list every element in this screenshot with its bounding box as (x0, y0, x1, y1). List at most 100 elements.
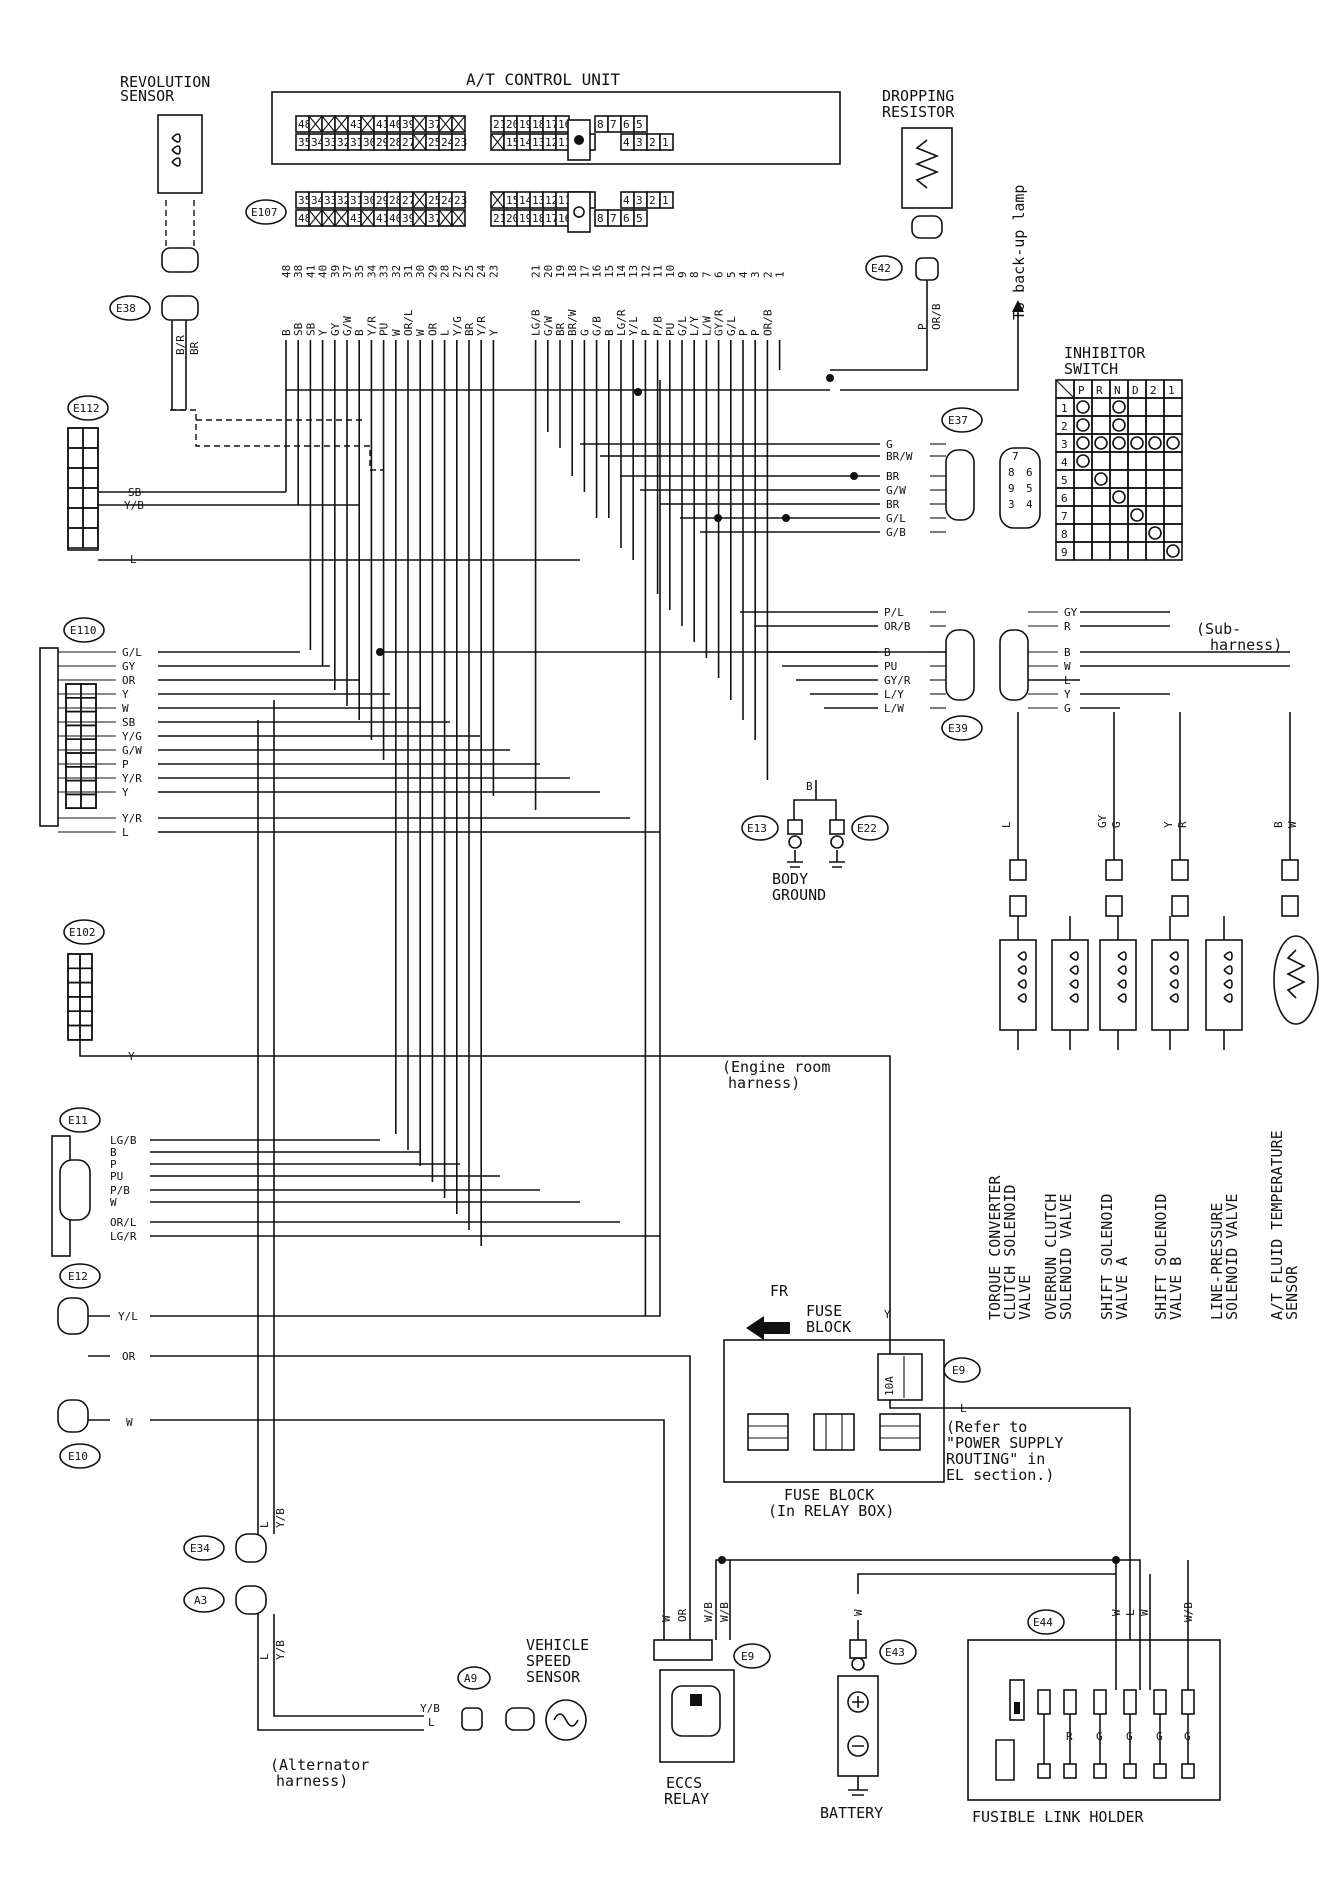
e34-label-yb: Y/B (274, 1508, 287, 1528)
connector-tag-e102 (63, 919, 105, 945)
connector-tag-e9 (943, 1357, 981, 1383)
terminal-number: 11 (652, 265, 665, 278)
body-ground-label-2: GROUND (772, 886, 826, 904)
solenoid-name: VALVE B (1167, 1257, 1185, 1320)
cu-top1-terminal-number: 8 (597, 118, 604, 131)
e107-r1-terminal-number: 29 (376, 194, 389, 207)
e39-right-wire-label: R (1064, 620, 1071, 633)
inhibitor-continuity-mark (1094, 472, 1108, 486)
solenoid-coil (1169, 951, 1179, 1003)
connector-tag-e38 (109, 295, 151, 321)
e11-wire-label: LG/B (110, 1134, 137, 1147)
terminal-number: 25 (463, 265, 476, 278)
e39-right-wire-label: Y (1064, 688, 1071, 701)
fusible-link (1123, 1689, 1137, 1715)
e110-wire-label: Y/G (122, 730, 142, 743)
e110-cell (80, 710, 97, 727)
e110-wire-label: Y (122, 786, 129, 799)
battery-minus (847, 1735, 869, 1757)
a9-connector (461, 1707, 483, 1731)
inhibitor-row-label: 6 (1061, 492, 1068, 505)
battery-ground (848, 1745, 868, 1796)
e39-connector-right (999, 629, 1029, 701)
eccs-relay-label-2: RELAY (664, 1790, 709, 1808)
terminal-wire-color: BR (554, 322, 567, 336)
cu-top1-terminal-number: 5 (636, 118, 643, 131)
solenoid-coil (1017, 951, 1027, 1003)
terminal-wire-color: PU (378, 323, 391, 336)
terminal-wire-color: G/L (676, 316, 689, 336)
dropping-resistor-body (901, 127, 953, 209)
e39-left-wire-label: B (884, 646, 891, 659)
e107-r2-blank-mark (334, 209, 349, 227)
connector-tag-e43 (879, 1639, 917, 1665)
cu-top2-terminal-number: 2 (649, 136, 656, 149)
cu-top1-blank-mark (334, 115, 349, 133)
fusible-label-w2: W (1138, 1609, 1151, 1616)
terminal-number: 18 (566, 265, 579, 278)
eccs-relay-coil (671, 1685, 721, 1737)
splice-2 (826, 374, 834, 382)
e11-wire-label: P/B (110, 1184, 130, 1197)
inhibitor-cell (1163, 505, 1183, 525)
terminal-number: 31 (402, 265, 415, 278)
e102-cells (67, 953, 93, 1041)
inhibitor-cell (1073, 541, 1093, 561)
a3-label-yb: Y/B (274, 1640, 287, 1660)
eccs-relay-box (659, 1669, 735, 1763)
terminal-number: 13 (627, 265, 640, 278)
terminal-wire-color: Y/L (627, 316, 640, 336)
fluid-temp-sensor-resistor (1286, 949, 1306, 999)
inhibitor-continuity-mark (1094, 436, 1108, 450)
inhibitor-continuity-mark (1148, 436, 1162, 450)
solenoid-wire-label: GY (1096, 814, 1109, 828)
e38-wire-label-2: BR (188, 341, 201, 355)
terminal-wire-color: GY/R (713, 309, 726, 336)
e107-r2-terminal-number: 43 (350, 212, 363, 225)
cu-top1-terminal-number: 37 (428, 118, 441, 131)
e110-cell (80, 793, 97, 810)
fusible-link-foot (1181, 1763, 1195, 1779)
inhibitor-continuity-mark (1112, 436, 1126, 450)
e112-cell (82, 527, 99, 549)
e39-left-wire-label: OR/B (884, 620, 911, 633)
back-up-lamp-note: To back-up lamp (1010, 185, 1028, 320)
e107-r1-terminal-number: 3 (636, 194, 643, 207)
terminal-number: 48 (280, 265, 293, 278)
control-unit-outline (271, 91, 841, 165)
e10-connector (57, 1399, 89, 1433)
inhibitor-row-label: 1 (1061, 402, 1068, 415)
e112-cell (82, 487, 99, 509)
terminal-number: 23 (487, 265, 500, 278)
e107-r1-terminal-number: 2 (649, 194, 656, 207)
e107-r1-terminal-number: 4 (623, 194, 630, 207)
e110-wire-label: G/W (122, 744, 142, 757)
splice-6 (782, 514, 790, 522)
fuse-wire-y: Y (884, 1308, 891, 1321)
battery-plus (847, 1691, 869, 1713)
solenoid-wire-label: L (1000, 821, 1013, 828)
e110-cell (80, 738, 97, 754)
ground-terminal-e22 (829, 819, 845, 835)
fusible-feed-wires (1115, 1560, 1189, 1690)
e37-pin-number: 8 (1008, 466, 1015, 479)
fr-arrow-icon (746, 1316, 790, 1340)
inhibitor-continuity-mark (1076, 436, 1090, 450)
cu-top2-terminal-number: 3 (636, 136, 643, 149)
solenoid-wires (999, 712, 1319, 1050)
terminal-number: 6 (713, 271, 726, 278)
terminal-number: 5 (725, 271, 738, 278)
e107-lock-tab (567, 191, 591, 233)
fusible-link-foot (1093, 1763, 1107, 1779)
terminal-wire-color: OR/B (761, 309, 774, 336)
solenoid-connector (1009, 859, 1027, 881)
terminal-wire-color: G/L (725, 316, 738, 336)
e39-right-wire-label: B (1064, 646, 1071, 659)
e37-wire-label: BR (886, 470, 900, 483)
e107-r2-terminal-number: 7 (610, 212, 617, 225)
splice-3 (376, 648, 384, 656)
terminal-number: 38 (292, 265, 305, 278)
terminal-wire-color: BR (463, 322, 476, 336)
